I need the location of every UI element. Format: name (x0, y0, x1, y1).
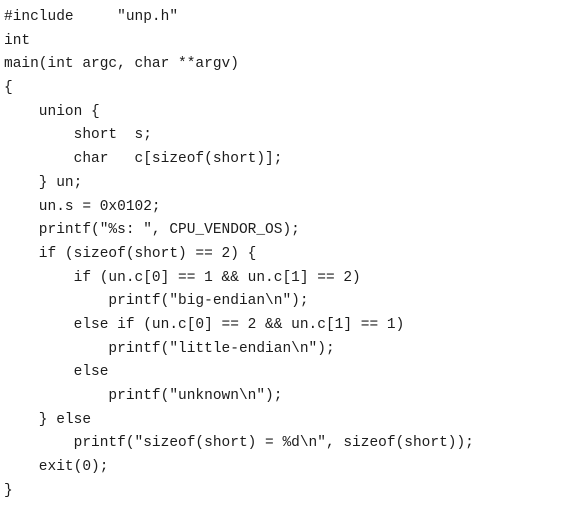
code-line: } else (4, 411, 92, 428)
code-line: exit(0); (4, 459, 109, 476)
code-line: else (4, 364, 109, 381)
code-line: printf("big-endian\n"); (4, 293, 309, 310)
code-line: printf("little-endian\n"); (4, 340, 335, 357)
code-line: } un; (4, 174, 83, 191)
code-line: if (sizeof(short) == 2) { (4, 245, 257, 262)
code-line: if (un.c[0] == 1 && un.c[1] == 2) (4, 269, 361, 286)
code-line: else if (un.c[0] == 2 && un.c[1] == 1) (4, 316, 405, 333)
code-line: #include "unp.h" (4, 9, 179, 25)
code-line: printf("unknown\n"); (4, 388, 283, 404)
code-line: printf("%s: ", CPU_VENDOR_OS); (4, 222, 300, 239)
code-listing: #include "unp.h" int main(int argc, char… (4, 6, 564, 503)
code-line: char c[sizeof(short)]; (4, 151, 283, 168)
code-line: main(int argc, char **argv) (4, 56, 239, 73)
code-line: un.s = 0x0102; (4, 198, 161, 215)
code-line: union { (4, 103, 100, 120)
code-line: } (4, 482, 13, 499)
code-line: short s; (4, 127, 152, 144)
code-line: { (4, 80, 13, 97)
code-line: printf("sizeof(short) = %d\n", sizeof(sh… (4, 435, 474, 452)
code-line: int (4, 32, 31, 49)
